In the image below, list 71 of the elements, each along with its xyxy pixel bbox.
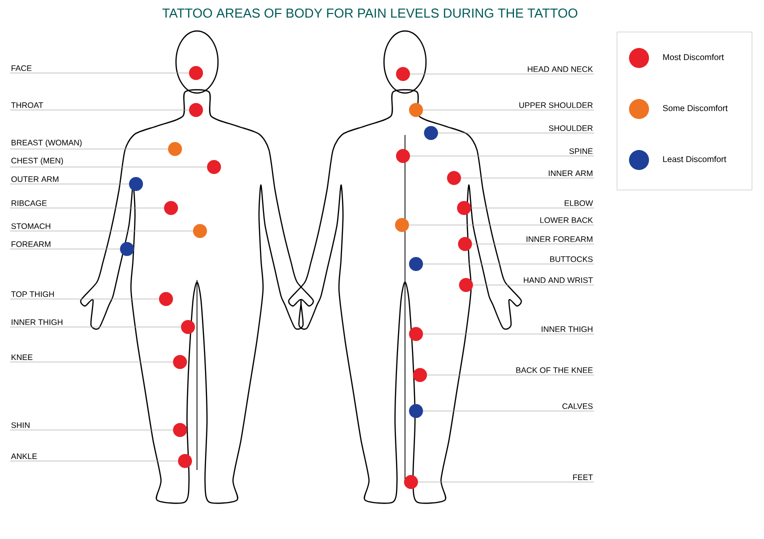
body-part-label: STOMACH <box>11 223 50 229</box>
body-part-label: SHIN <box>11 422 30 428</box>
body-part-label: TOP THIGH <box>11 291 54 297</box>
leader-line <box>10 460 178 462</box>
pain-dot <box>404 475 418 489</box>
pain-dot <box>120 242 134 256</box>
pain-dot <box>409 257 423 271</box>
body-part-label: INNER ARM <box>548 170 592 176</box>
legend-label: Some Discomfort <box>662 104 728 112</box>
body-part-label: CALVES <box>562 403 593 409</box>
pain-dot <box>181 320 195 334</box>
pain-dot <box>193 224 207 238</box>
body-part-label: HEAD AND NECK <box>528 66 593 72</box>
pain-dot <box>409 404 423 418</box>
pain-dot <box>164 201 178 215</box>
leader-line <box>10 230 194 232</box>
pain-dot <box>189 103 203 117</box>
leader-line <box>10 166 208 168</box>
pain-dot <box>396 67 410 81</box>
body-part-label: BREAST (WOMAN) <box>12 140 82 147</box>
body-part-label: UPPER SHOULDER <box>519 102 593 108</box>
body-part-label: ANKLE <box>11 454 37 459</box>
legend-label: Least Discomfort <box>663 156 726 162</box>
leader-line <box>10 248 120 250</box>
leader-line <box>10 326 182 328</box>
leader-line <box>10 148 168 150</box>
leader-line <box>10 72 190 74</box>
body-part-label: RIBCAGE <box>12 200 47 206</box>
leader-line <box>438 132 594 134</box>
leader-line <box>10 298 160 300</box>
leader-line <box>422 410 594 412</box>
body-part-label: BACK OF THE KNEE <box>516 367 593 373</box>
body-part-label: INNER FOREARM <box>526 236 592 242</box>
pain-dot <box>413 368 427 382</box>
body-part-label: FEET <box>573 474 593 480</box>
body-part-label: INNER THIGH <box>542 326 592 332</box>
body-part-label: SPINE <box>569 148 593 154</box>
pain-dot <box>409 103 423 117</box>
legend-label: Most Discomfort <box>663 54 724 60</box>
leader-line <box>408 224 594 226</box>
body-part-label: KNEE <box>12 354 32 360</box>
body-part-label: THROAT <box>11 102 44 108</box>
pain-dot <box>173 355 187 369</box>
pain-dot <box>447 171 461 185</box>
body-part-label: ELBOW <box>564 200 593 206</box>
pain-dot <box>424 126 438 140</box>
pain-dot <box>207 160 221 174</box>
body-part-label: LOWER BACK <box>540 217 593 223</box>
body-part-label: HAND AND WRIST <box>524 277 593 283</box>
pain-dot <box>458 237 472 251</box>
body-part-label: FOREARM <box>12 241 50 247</box>
pain-dot <box>189 66 203 80</box>
pain-dot <box>159 292 173 306</box>
body-part-label: INNER THIGH <box>12 319 62 325</box>
pain-dot <box>178 454 192 468</box>
pain-dot <box>409 327 423 341</box>
pain-dot <box>395 218 409 232</box>
pain-dot <box>168 142 182 156</box>
title: TATTOO AREAS OF BODY FOR PAIN LEVELS DURING THE TATTOO <box>162 8 578 18</box>
body-part-label: CHEST (MEN) <box>11 158 63 165</box>
pain-dot <box>459 278 473 292</box>
body-part-label: BUTTOCKS <box>550 256 593 262</box>
pain-dot <box>129 177 143 191</box>
pain-dot <box>396 149 410 163</box>
body-part-label: OUTER ARM <box>11 176 58 182</box>
body-part-label: FACE <box>12 65 32 71</box>
leader-line <box>472 284 594 286</box>
pain-dot <box>457 201 471 215</box>
body-part-label: SHOULDER <box>548 125 593 131</box>
leader-line <box>426 374 594 376</box>
pain-dot <box>173 423 187 437</box>
